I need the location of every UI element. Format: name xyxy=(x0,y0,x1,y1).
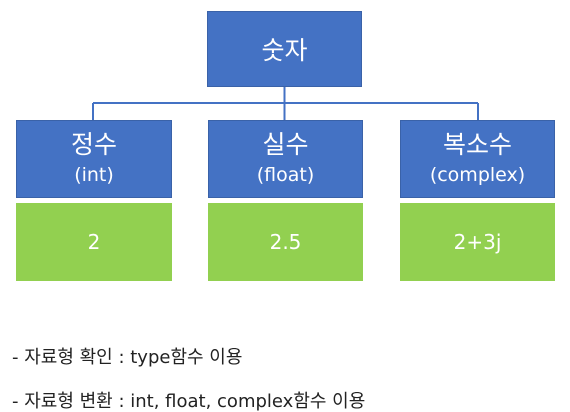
category-node-complex: 복소수 (complex) xyxy=(400,120,555,198)
category-node-int: 정수 (int) xyxy=(16,120,172,198)
value-node-int: 2 xyxy=(16,203,172,281)
category-type-float: (float) xyxy=(256,164,315,186)
category-type-int: (int) xyxy=(74,164,114,186)
value-node-float: 2.5 xyxy=(208,203,363,281)
category-name-float: 실수 xyxy=(262,130,309,159)
value-example-int: 2 xyxy=(87,230,101,254)
category-type-complex: (complex) xyxy=(429,164,526,186)
category-node-float: 실수 (float) xyxy=(208,120,363,198)
note-type-check: - 자료형 확인 : type함수 이용 xyxy=(12,347,243,368)
value-example-complex: 2+3j xyxy=(453,230,502,254)
root-node-number: 숫자 xyxy=(207,11,362,87)
note-type-conversion: - 자료형 변환 : int, float, complex함수 이용 xyxy=(12,391,366,412)
category-name-complex: 복소수 xyxy=(442,130,512,159)
value-example-float: 2.5 xyxy=(269,230,302,254)
category-name-int: 정수 xyxy=(70,130,117,159)
value-node-complex: 2+3j xyxy=(400,203,555,281)
root-node-label: 숫자 xyxy=(261,36,308,65)
